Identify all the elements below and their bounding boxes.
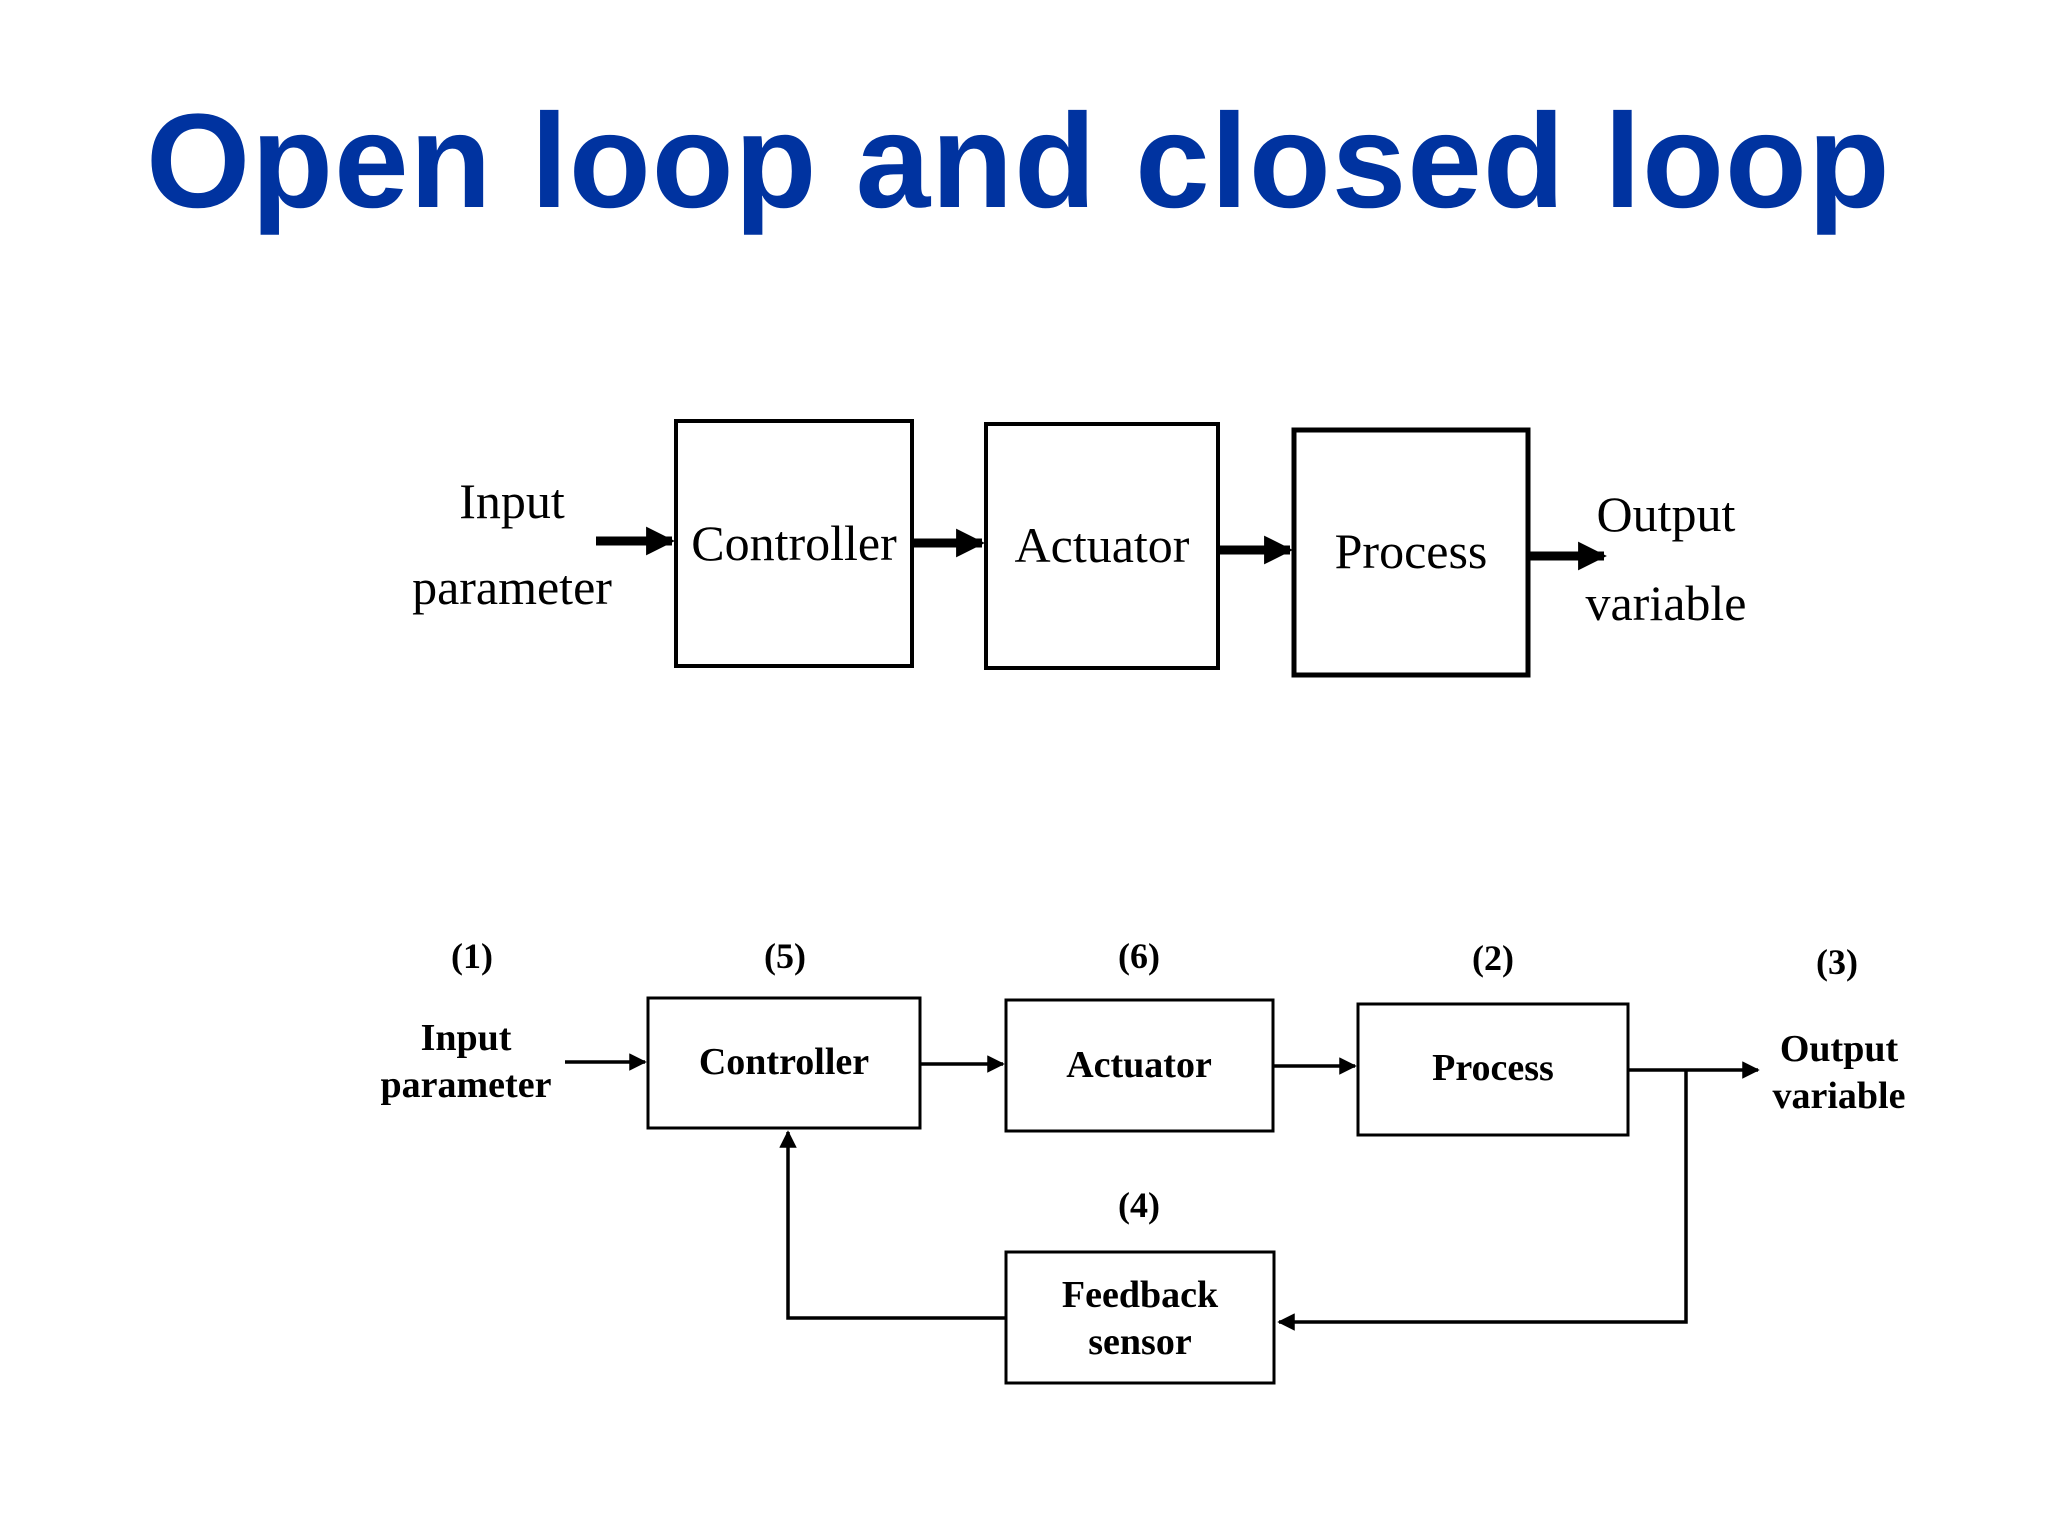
closed-process-number: (2) [1472, 938, 1514, 978]
closed-process-label: Process [1432, 1047, 1554, 1089]
closed-output-label-line1: Output [1780, 1028, 1899, 1070]
open-output-label-line2: variable [1585, 575, 1746, 631]
closed-controller-number: (5) [764, 936, 806, 976]
closed-loop-diagram: (1) (5) (6) (2) (3) (4) Input parameter … [381, 936, 1906, 1385]
closed-output-number: (3) [1816, 942, 1858, 982]
open-input-label-line2: parameter [412, 559, 612, 615]
closed-input-number: (1) [451, 936, 493, 976]
closed-process-block [1356, 1002, 1630, 1137]
closed-feedback-label-line1: Feedback [1062, 1274, 1219, 1316]
closed-feedback-to-controller-arrow [779, 1130, 1006, 1320]
open-loop-diagram: Input parameter Controller Actuator Proc… [412, 419, 1747, 678]
closed-actuator-number: (6) [1118, 936, 1160, 976]
open-actuator-label: Actuator [1015, 517, 1190, 573]
closed-actuator-label: Actuator [1066, 1044, 1212, 1086]
open-controller-label: Controller [691, 515, 897, 571]
slide-title: Open loop and closed loop [146, 87, 1891, 236]
closed-input-label-line1: Input [421, 1017, 512, 1059]
closed-actuator-block [1004, 998, 1275, 1133]
closed-feedback-label-line2: sensor [1088, 1321, 1192, 1363]
closed-input-label-line2: parameter [381, 1064, 552, 1106]
open-input-label-line1: Input [459, 473, 565, 529]
open-controller-block [674, 419, 914, 668]
open-actuator-block [984, 422, 1220, 670]
closed-feedback-return-arrow [1277, 1070, 1688, 1331]
open-output-label-line1: Output [1597, 486, 1736, 542]
open-process-label: Process [1335, 523, 1488, 579]
closed-feedback-sensor-block [1004, 1250, 1276, 1385]
closed-feedback-number: (4) [1118, 1185, 1160, 1225]
closed-output-label-line2: variable [1773, 1075, 1906, 1117]
closed-controller-label: Controller [699, 1041, 869, 1083]
